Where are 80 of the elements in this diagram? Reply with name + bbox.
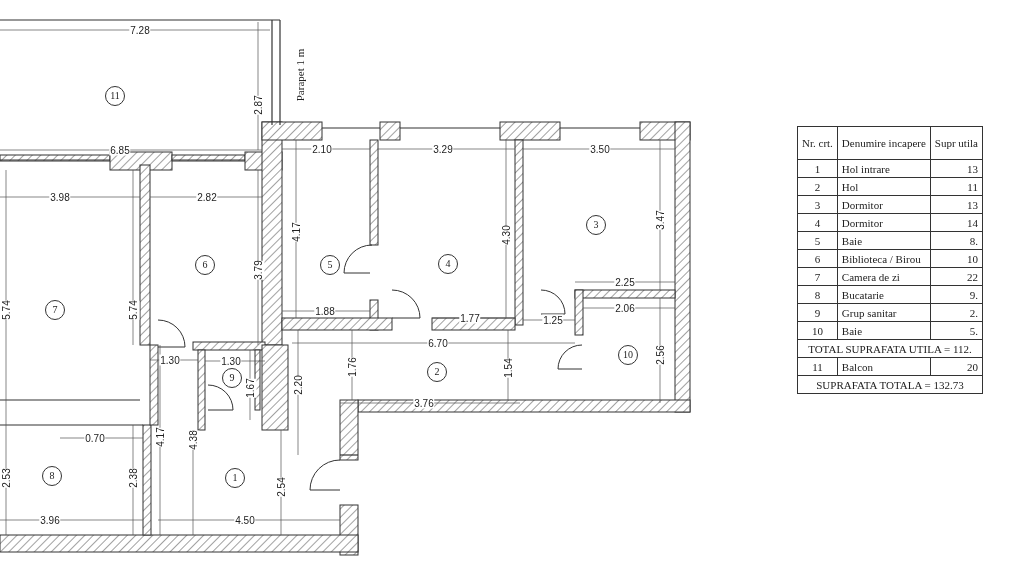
dimension-label: 5.74 [0,300,13,320]
table-cell: 11 [797,357,838,376]
dimension-label: 3.96 [39,514,61,526]
room-number: 9 [222,368,242,388]
table-cell: Hol [837,177,931,196]
dimension-label: 2.54 [274,477,288,497]
table-cell: Dormitor [837,195,931,214]
table-cell: Camera de zi [837,267,931,286]
table-cell: Baie [837,231,931,250]
table-cell: Denumire incapere [837,126,931,160]
table-cell: 4 [797,213,838,232]
table-cell: Dormitor [837,213,931,232]
room-number: 3 [586,215,606,235]
dimension-label: 1.88 [314,305,336,317]
dimension-label: 2.38 [126,468,140,488]
table-cell: 5. [930,321,983,340]
dimension-label: 1.30 [159,354,181,366]
table-cell: TOTAL SUPRAFATA UTILA = 112. [797,339,983,358]
room-number: 2 [427,362,447,382]
table-cell: 8 [797,285,838,304]
table-cell: 13 [930,159,983,178]
dimension-label: 3.79 [251,260,265,280]
table-cell: 9 [797,303,838,322]
dimension-label: 2.20 [291,375,305,395]
table-cell: Biblioteca / Birou [837,249,931,268]
dimension-label: 2.82 [196,191,218,203]
dimension-label: 4.17 [289,222,303,242]
dimension-label: 2.25 [614,276,636,288]
table-cell: 11 [930,177,983,196]
table-cell: SUPRAFATA TOTALA = 132.73 [797,375,983,394]
dimension-label: 4.50 [234,514,256,526]
table-cell: 2. [930,303,983,322]
dimension-label: 3.47 [653,210,667,230]
dimension-label: 3.76 [413,397,435,409]
table-cell: 10 [930,249,983,268]
dimension-label: 2.87 [251,95,265,115]
table-cell: 10 [797,321,838,340]
table-cell: 14 [930,213,983,232]
dimension-label: 2.56 [653,345,667,365]
dimension-label: 1.76 [345,357,359,377]
table-cell: 3 [797,195,838,214]
table-cell: Balcon [837,357,931,376]
dimension-label: 4.38 [186,430,200,450]
dimension-label: 1.25 [542,314,564,326]
dimension-label: 4.17 [153,427,167,447]
dimension-label: 1.67 [243,378,257,398]
table-cell: Bucatarie [837,285,931,304]
dimension-label: 3.50 [589,143,611,155]
table-cell: 5 [797,231,838,250]
dimension-label: 7.28 [129,24,151,36]
dimension-label: 2.53 [0,468,13,488]
table-cell: 1 [797,159,838,178]
dimension-label: 1.54 [501,358,515,378]
table-cell: Hol intrare [837,159,931,178]
table-cell: Grup sanitar [837,303,931,322]
room-number: 5 [320,255,340,275]
room-number: 4 [438,254,458,274]
table-cell: 13 [930,195,983,214]
dimension-label: 3.29 [432,143,454,155]
room-number: 6 [195,255,215,275]
room-number: 10 [618,345,638,365]
dimension-label: 2.10 [311,143,333,155]
dimension-label: 3.98 [49,191,71,203]
room-number: 1 [225,468,245,488]
dimension-label: 5.74 [126,300,140,320]
table-cell: 2 [797,177,838,196]
room-number: 7 [45,300,65,320]
table-cell: Supr utila [930,126,983,160]
room-number: 11 [105,86,125,106]
room-number: 8 [42,466,62,486]
table-cell: 20 [930,357,983,376]
table-cell: 8. [930,231,983,250]
table-cell: Nr. crt. [797,126,838,160]
dimension-label: 1.77 [459,312,481,324]
dimension-label: 4.30 [499,225,513,245]
table-cell: Baie [837,321,931,340]
table-cell: 9. [930,285,983,304]
table-cell: 7 [797,267,838,286]
table-cell: 6 [797,249,838,268]
table-cell: 22 [930,267,983,286]
